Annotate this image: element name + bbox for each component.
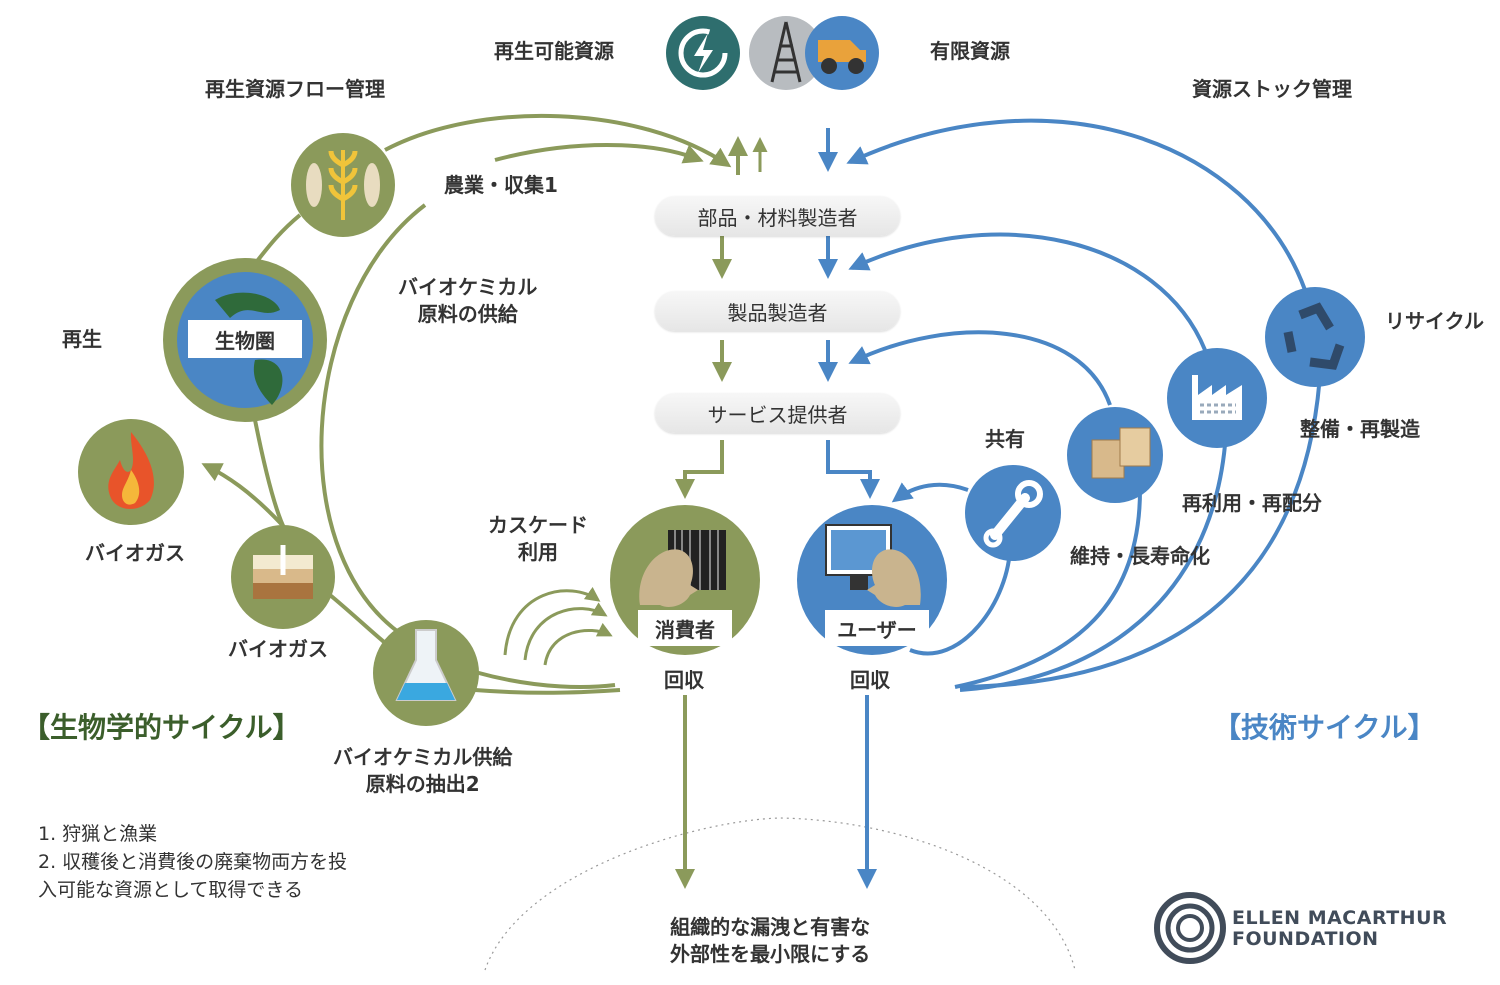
biogas-mid-label: バイオガス	[228, 637, 328, 661]
recycle-icon	[1265, 287, 1365, 387]
emf-logo-icon	[1154, 892, 1226, 964]
renewable-icon	[666, 16, 740, 90]
share-label: 共有	[985, 427, 1025, 451]
minimise-leakage-label: 組織的な漏洩と有害な外部性を最小限にする	[670, 915, 871, 966]
parts-manufacturer-box: 部品・材料製造者	[655, 196, 900, 236]
factory-icon	[1167, 348, 1267, 448]
refurbish-label: 整備・再製造	[1300, 417, 1420, 441]
footnotes: 1. 狩猟と漁業 2. 収穫後と消費後の廃棄物両方を投 入可能な資源として取得で…	[38, 823, 348, 901]
technical-flows	[818, 118, 1322, 889]
boxes-icon	[1067, 407, 1163, 503]
user-label: ユーザー	[825, 610, 929, 646]
reuse-label: 再利用・再配分	[1182, 491, 1322, 515]
wheat-fish-icon	[291, 133, 395, 237]
fire-icon	[78, 419, 184, 525]
farming-label: 農業・収集1	[444, 173, 558, 197]
collect-right-label: 回収	[850, 668, 890, 692]
extraction-label: バイオケミカル供給原料の抽出2	[333, 745, 513, 796]
biochem-supply-label: バイオケミカル原料の供給	[398, 275, 538, 326]
maintain-label: 維持・長寿命化	[1070, 544, 1210, 568]
consumer-label: 消費者	[638, 610, 732, 646]
soil-layers-icon	[231, 525, 335, 629]
renewable-flow-mgmt-label: 再生資源フロー管理	[205, 77, 385, 101]
finite-resources-label: 有限資源	[930, 39, 1010, 63]
collect-left-label: 回収	[664, 668, 704, 692]
biogas-top-label: バイオガス	[85, 541, 185, 565]
technical-cycle-title: 【技術サイクル】	[1213, 711, 1436, 744]
product-manufacturer-box: 製品製造者	[655, 291, 900, 331]
flask-icon	[373, 620, 479, 726]
wrench-icon	[965, 465, 1061, 561]
biosphere-label: 生物圏	[188, 320, 302, 358]
cascade-label: カスケード利用	[488, 513, 588, 564]
service-provider-box: サービス提供者	[655, 393, 900, 433]
recycle-label: リサイクル	[1385, 309, 1484, 333]
regeneration-label: 再生	[62, 327, 102, 351]
biological-cycle-title: 【生物学的サイクル】	[22, 711, 301, 744]
mining-truck-icon	[805, 16, 879, 90]
stock-mgmt-label: 資源ストック管理	[1192, 77, 1352, 101]
emf-logo-text: ELLEN MACARTHUR FOUNDATION	[1232, 907, 1448, 950]
oil-rig-icon	[749, 16, 823, 90]
renewable-resources-label: 再生可能資源	[494, 39, 614, 63]
leakage-boundary	[484, 817, 1076, 971]
